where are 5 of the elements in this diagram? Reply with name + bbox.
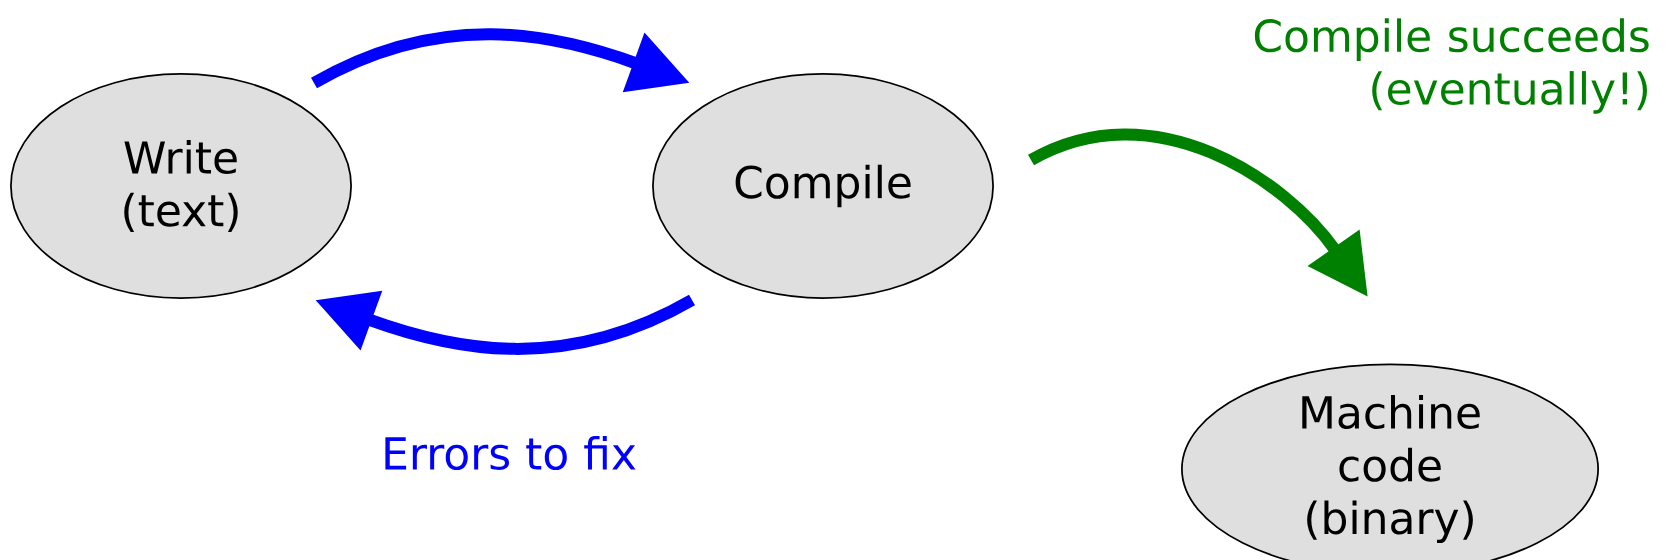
edge-label: Compile succeeds (eventually!) — [1254, 18, 1649, 114]
ellipse-node: Machine code (binary) — [1181, 363, 1600, 560]
ellipse-node: Write (text) — [10, 73, 352, 299]
edge-label: Errors to fix — [385, 435, 636, 470]
ellipse-node: Compile — [652, 73, 994, 299]
